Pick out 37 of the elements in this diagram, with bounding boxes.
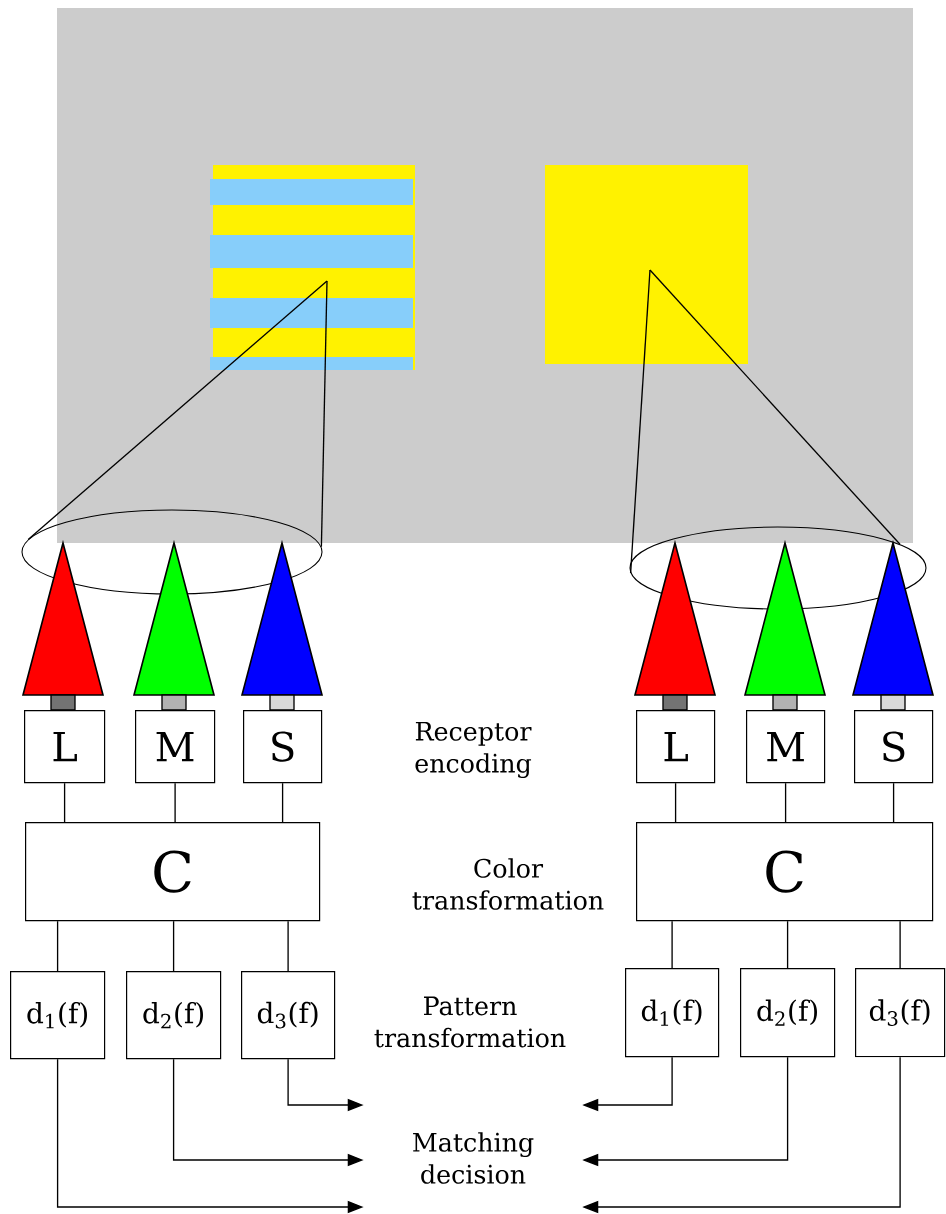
stage-label: Matching decision xyxy=(413,1132,534,1184)
process-box: d$_{2}$(f) xyxy=(126,971,222,1060)
process-box: S xyxy=(854,710,934,784)
process-box: C xyxy=(636,822,934,922)
connector-line xyxy=(784,782,787,823)
receptive-field-ellipse xyxy=(21,509,323,595)
leader-line xyxy=(320,280,328,548)
connector-line xyxy=(674,782,677,823)
process-box: M xyxy=(746,710,826,784)
connector-line xyxy=(172,920,175,972)
process-box: d$_{1}$(f) xyxy=(10,971,106,1060)
leader-line xyxy=(649,269,901,545)
connector-line xyxy=(671,920,673,969)
process-box: d$_{2}$(f) xyxy=(740,968,836,1058)
connector-line xyxy=(287,920,289,972)
process-box: d$_{3}$(f) xyxy=(855,968,946,1058)
connector-line xyxy=(63,782,66,823)
leader-line xyxy=(27,280,328,541)
connector-line xyxy=(281,782,284,823)
stimulus-patch xyxy=(210,165,415,370)
connector-line xyxy=(786,920,789,969)
process-box: M xyxy=(135,710,216,784)
connector-line xyxy=(892,782,895,823)
stage-label: Pattern transformation xyxy=(374,996,566,1048)
process-box: C xyxy=(25,822,321,922)
stage-label: Receptor encoding xyxy=(415,721,532,779)
stimulus-patch xyxy=(545,165,748,364)
process-box: S xyxy=(243,710,323,784)
connector-line xyxy=(899,920,901,969)
connector-line xyxy=(56,920,59,972)
process-box: d$_{1}$(f) xyxy=(625,968,720,1058)
leader-line xyxy=(629,269,651,574)
connector-line xyxy=(174,782,176,823)
process-box: d$_{3}$(f) xyxy=(241,971,336,1060)
process-box: L xyxy=(636,710,716,784)
stage-label: Color transformation xyxy=(412,858,604,910)
process-box: L xyxy=(24,710,106,784)
